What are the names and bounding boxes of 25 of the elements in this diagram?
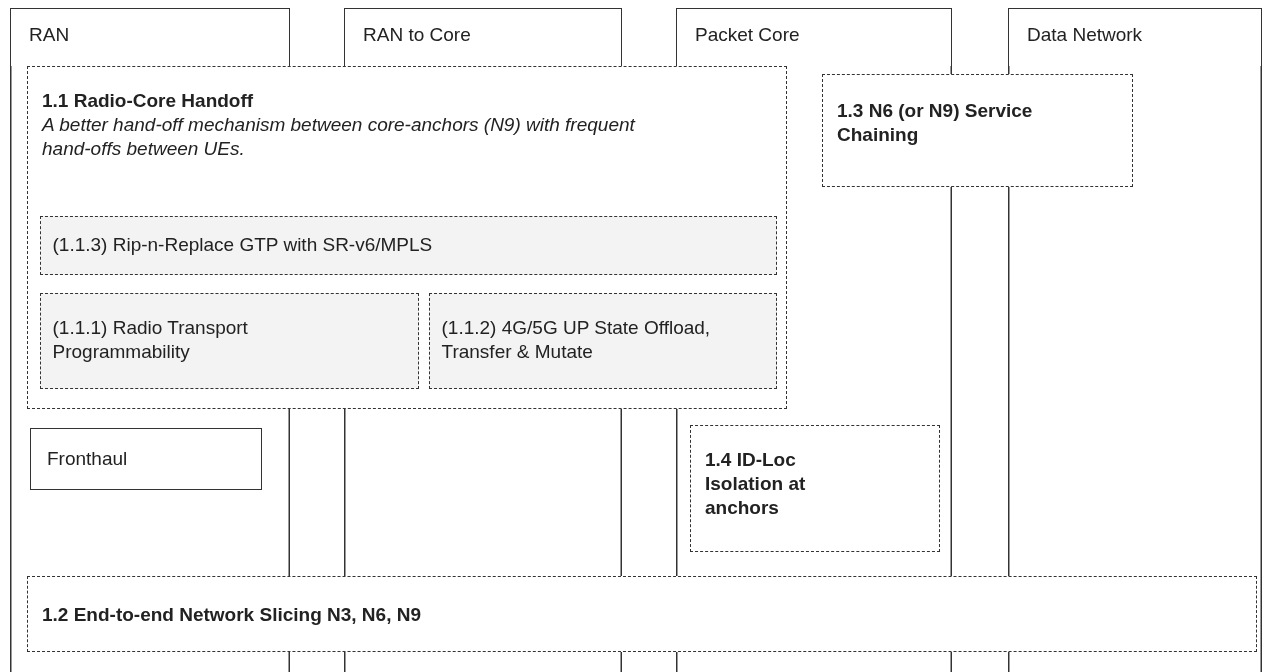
lane-heading: Packet Core	[695, 23, 801, 47]
group-description: A better hand-off mechanism between core-anchors (N9) with frequent hand-offs between UEs.	[42, 113, 637, 161]
box-label: (1.1.3) Rip-n-Replace GTP with SR-v6/MPLS	[52, 232, 434, 257]
lane-box	[676, 8, 952, 66]
lane-box	[1008, 8, 1262, 66]
group-heading: 1.1 Radio-Core Handoff	[42, 89, 255, 113]
box-label: Fronthaul	[47, 447, 129, 471]
box-label: 1.4 ID-Loc Isolation at anchors	[705, 448, 807, 520]
dashed-box	[428, 292, 777, 389]
box-label: (1.1.1) Radio Transport Programmability	[52, 315, 249, 364]
lane-heading: RAN to Core	[363, 23, 472, 47]
dashed-box	[27, 576, 1257, 652]
box-label: 1.2 End-to-end Network Slicing N3, N6, N9	[42, 603, 422, 627]
dashed-box	[39, 292, 419, 389]
dashed-box	[39, 215, 777, 275]
lane-heading: Data Network	[1027, 23, 1144, 47]
dashed-box	[690, 425, 940, 552]
box-label: (1.1.2) 4G/5G UP State Offload, Transfer & Mutate	[441, 315, 712, 364]
dashed-box	[822, 74, 1133, 187]
box-label: 1.3 N6 (or N9) Service Chaining	[837, 99, 1034, 147]
box	[30, 428, 262, 490]
lane-box	[10, 8, 290, 66]
lane-heading: RAN	[29, 23, 71, 47]
dashed-group-box	[27, 66, 787, 409]
lane-box	[344, 8, 622, 66]
